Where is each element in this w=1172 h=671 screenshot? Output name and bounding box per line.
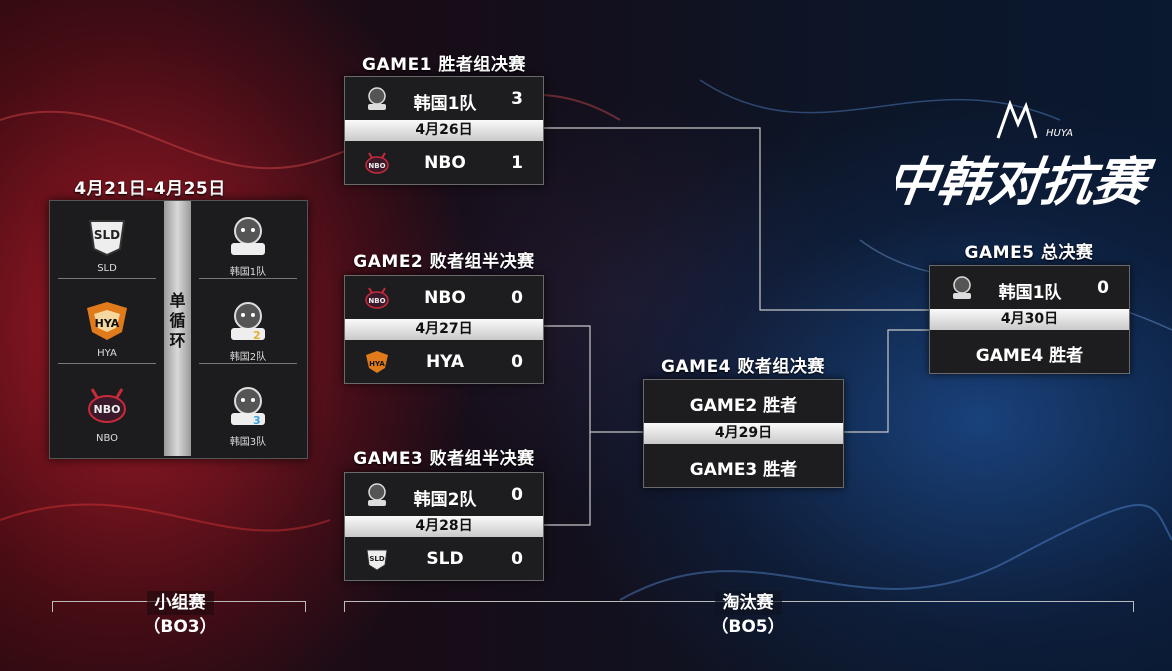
team-name: NBO (424, 288, 466, 308)
team-name: HYA (425, 352, 465, 372)
svg-text:SLD: SLD (369, 555, 385, 563)
team-score: 3 (511, 89, 523, 109)
match-row: GAME3 胜者 (644, 444, 843, 487)
svg-text:NBO: NBO (368, 162, 385, 170)
stage-format: （BO5） (711, 617, 785, 637)
placeholder-team: GAME4 胜者 (975, 346, 1084, 366)
korea-team-logo-icon (953, 276, 971, 299)
match-row: SLD SLD 0 (345, 537, 543, 580)
brand-sub: HUYA (1046, 128, 1073, 139)
nbo-logo-icon: NBO (365, 152, 389, 174)
match-title-game5: GAME5 总决赛 (964, 243, 1094, 263)
placeholder-team: GAME3 胜者 (689, 460, 798, 480)
team-cell-hya: HYA HYA (50, 286, 164, 371)
team-cell-korea-2: 2 韩国2队 (191, 286, 305, 371)
stage-format: （BO3） (143, 617, 217, 637)
divider (58, 363, 156, 364)
team-name: SLD (426, 549, 464, 569)
match-title-game4: GAME4 败者组决赛 (661, 357, 825, 377)
svg-text:HYA: HYA (369, 360, 385, 368)
huya-tournament-logo: HUYA 中韩对抗赛 (896, 100, 1157, 213)
team-name: NBO (95, 433, 119, 444)
match-date: 4月30日 (930, 309, 1129, 330)
stage-name: 小组赛 (146, 591, 214, 615)
divider (199, 278, 297, 279)
team-name: 韩国1队 (229, 267, 267, 278)
group-stage-panel: SLD SLD HYA HYA NBO NBO 单循环 (49, 200, 308, 459)
round-robin-text: 单循环 (169, 291, 186, 350)
team-score: 0 (1097, 278, 1109, 298)
team-score: 0 (511, 288, 523, 308)
team-name: SLD (97, 263, 117, 274)
match-card-game5: 韩国1队 0 4月30日 GAME4 胜者 (929, 265, 1130, 374)
korea-team-logo-icon (231, 217, 265, 255)
team-name: 韩国1队 (998, 283, 1062, 303)
match-card-game3: 韩国2队 0 4月28日 SLD SLD 0 (344, 472, 544, 581)
team-cell-korea-3: 3 韩国3队 (191, 371, 305, 456)
team-cell-sld: SLD SLD (50, 201, 164, 286)
match-date: 4月26日 (345, 120, 543, 141)
sld-logo-icon: SLD (88, 220, 126, 257)
svg-text:2: 2 (253, 329, 261, 342)
korea-team-logo-icon: 2 (231, 302, 265, 342)
team-name: NBO (424, 153, 466, 173)
team-score: 0 (511, 549, 523, 569)
match-date: 4月29日 (644, 423, 843, 444)
match-row: NBO NBO 1 (345, 141, 543, 184)
round-robin-band: 单循环 (164, 201, 191, 456)
nbo-logo-icon: NBO (88, 388, 126, 423)
hya-tiger-logo-icon: HYA (87, 302, 127, 340)
svg-text:NBO: NBO (368, 297, 385, 305)
stage-name: 淘汰赛 (714, 591, 782, 615)
match-row: GAME4 胜者 (930, 330, 1129, 373)
match-row: 韩国2队 0 (345, 473, 543, 516)
svg-text:3: 3 (253, 414, 261, 427)
match-card-game2: NBO NBO 0 4月27日 HYA HYA 0 (344, 275, 544, 384)
korea-team-logo-icon (368, 87, 386, 110)
divider (58, 278, 156, 279)
round-robin-label: 单循环 (164, 291, 191, 351)
match-title-game2: GAME2 败者组半决赛 (353, 252, 535, 272)
match-row: NBO NBO 0 (345, 276, 543, 319)
team-name: HYA (97, 348, 117, 359)
match-card-game1: 韩国1队 3 4月26日 NBO NBO 1 (344, 76, 544, 185)
group-date-range: 4月21日-4月25日 (74, 179, 226, 199)
knockout-footer: 淘汰赛 （BO5） (658, 591, 838, 639)
svg-text:SLD: SLD (94, 228, 120, 242)
group-right-column: 韩国1队 2 韩国2队 3 韩国3队 (191, 201, 305, 456)
divider (199, 363, 297, 364)
team-name: 韩国1队 (413, 94, 477, 114)
korea-team-logo-icon (368, 483, 386, 506)
match-row: 韩国1队 0 (930, 266, 1129, 309)
sld-logo-icon: SLD (366, 549, 388, 571)
match-row: 韩国1队 3 (345, 77, 543, 120)
group-stage-footer: 小组赛 （BO3） (90, 591, 270, 639)
team-name: 韩国2队 (413, 490, 477, 510)
svg-text:NBO: NBO (94, 403, 121, 416)
group-left-column: SLD SLD HYA HYA NBO NBO (50, 201, 164, 456)
team-cell-korea-1: 韩国1队 (191, 201, 305, 286)
hya-tiger-logo-icon: HYA (366, 351, 388, 373)
brand-title: 中韩对抗赛 (896, 153, 1157, 213)
team-score: 0 (511, 352, 523, 372)
match-title-game1: GAME1 胜者组决赛 (362, 55, 526, 75)
team-score: 0 (511, 485, 523, 505)
team-name: 韩国2队 (229, 352, 267, 363)
match-date: 4月27日 (345, 319, 543, 340)
svg-text:HYA: HYA (95, 317, 120, 330)
match-row: GAME2 胜者 (644, 380, 843, 423)
match-row: HYA HYA 0 (345, 340, 543, 383)
match-title-game3: GAME3 败者组半决赛 (353, 449, 535, 469)
placeholder-team: GAME2 胜者 (689, 396, 798, 416)
nbo-logo-icon: NBO (365, 287, 389, 309)
team-score: 1 (511, 153, 523, 173)
team-name: 韩国3队 (229, 437, 267, 448)
team-cell-nbo: NBO NBO (50, 371, 164, 456)
match-date: 4月28日 (345, 516, 543, 537)
match-card-game4: GAME2 胜者 4月29日 GAME3 胜者 (643, 379, 844, 488)
korea-team-logo-icon: 3 (231, 387, 265, 427)
